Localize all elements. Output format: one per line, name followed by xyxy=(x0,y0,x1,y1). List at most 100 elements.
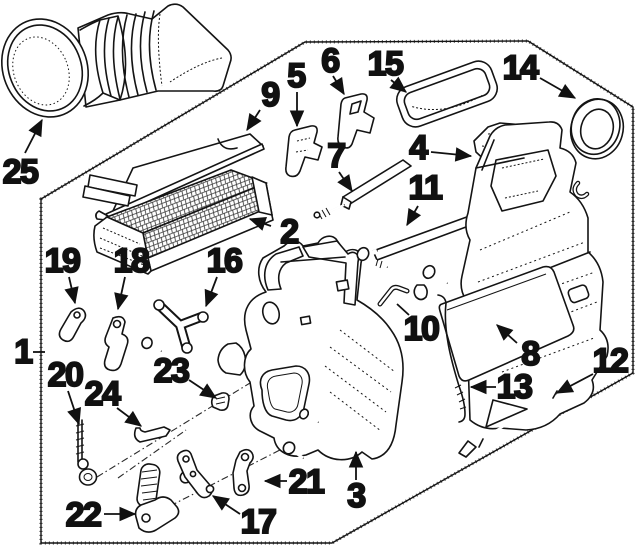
callout-17-number: 17 xyxy=(241,503,276,541)
part-ring-seal-drawing xyxy=(569,98,625,160)
diagram-border xyxy=(39,39,635,545)
part-lever-21-drawing xyxy=(232,448,254,497)
callout-8: 8 xyxy=(496,324,542,374)
callout-9-number: 9 xyxy=(261,76,279,114)
callout-14: 14 xyxy=(502,48,577,99)
part-heater-core-drawing xyxy=(82,169,274,275)
part-rod-20-drawing xyxy=(75,419,98,486)
callout-20-arrowhead xyxy=(67,406,81,426)
callout-23-number: 23 xyxy=(154,352,189,390)
callout-21-number: 21 xyxy=(289,463,324,501)
callout-1: 1 xyxy=(13,332,45,372)
part-bent-wire-24-drawing xyxy=(133,426,171,443)
callout-13-number: 13 xyxy=(497,368,532,406)
part-control-rod-7-drawing xyxy=(313,159,412,220)
part-screws-and-clip-10-drawing xyxy=(356,246,448,307)
callout-23-arrowhead xyxy=(199,383,218,399)
callout-3-arrowhead xyxy=(348,450,364,468)
callout-24-arrowhead xyxy=(124,410,143,427)
part-heater-case-front-half-drawing xyxy=(217,235,404,461)
callout-25-number: 25 xyxy=(3,153,38,191)
callout-2-arrowhead xyxy=(248,217,268,231)
callout-18-arrowhead xyxy=(114,292,129,311)
callout-13-arrowhead xyxy=(469,379,487,395)
part-drain-rod-drawing xyxy=(437,294,467,423)
callout-22-arrowhead xyxy=(119,506,137,522)
callout-17: 17 xyxy=(211,495,278,542)
callout-2: 2 xyxy=(248,212,301,252)
callout-5: 5 xyxy=(286,56,308,128)
callout-7-number: 7 xyxy=(327,137,345,175)
callout-1-number: 1 xyxy=(14,333,32,371)
callout-16-arrowhead xyxy=(204,288,219,308)
callout-6-number: 6 xyxy=(321,42,339,80)
callout-4-arrowhead xyxy=(454,147,473,162)
callout-23: 23 xyxy=(153,351,218,399)
callout-15-arrowhead xyxy=(389,76,407,93)
callout-7: 7 xyxy=(326,136,353,193)
part-lever-18-drawing xyxy=(103,315,129,372)
part-corrugated-air-duct-drawing xyxy=(0,3,232,118)
callout-18-number: 18 xyxy=(114,242,149,280)
callout-9: 9 xyxy=(246,75,282,132)
part-seal-gasket-drawing xyxy=(395,60,499,128)
callout-19-number: 19 xyxy=(45,242,80,280)
part-c-clip-drawing xyxy=(572,180,590,199)
callout-6-arrowhead xyxy=(329,76,345,96)
callout-22: 22 xyxy=(65,495,137,535)
callout-17-arrowhead xyxy=(211,495,230,511)
callout-5-arrowhead xyxy=(289,110,305,128)
callout-14-number: 14 xyxy=(503,49,539,87)
callout-4-number: 4 xyxy=(409,129,428,167)
callout-11-arrowhead xyxy=(406,207,422,227)
callout-7-arrowhead xyxy=(337,174,353,193)
callout-4: 4 xyxy=(408,128,473,168)
part-screw-21-drawing xyxy=(282,441,304,460)
part-control-rod-12-drawing xyxy=(458,390,558,458)
callout-20-number: 20 xyxy=(48,356,83,394)
part-clip-5-drawing xyxy=(285,125,323,178)
part-lever-22-drawing xyxy=(134,463,180,533)
callout-12: 12 xyxy=(555,341,630,394)
callout-12-arrowhead xyxy=(555,379,575,394)
callout-10-leader-line xyxy=(396,303,410,316)
callout-13: 13 xyxy=(469,367,534,407)
callout-2-number: 2 xyxy=(280,213,298,251)
callout-25-arrowhead xyxy=(28,118,43,138)
callout-8-arrowhead xyxy=(496,324,514,341)
callout-15: 15 xyxy=(367,44,407,93)
callout-22-number: 22 xyxy=(66,496,101,534)
callout-24: 24 xyxy=(84,374,143,427)
callout-18: 18 xyxy=(113,241,151,311)
callout-6: 6 xyxy=(320,41,345,96)
callout-5-number: 5 xyxy=(287,57,305,95)
part-door-panel-drawing xyxy=(438,265,575,382)
callout-8-number: 8 xyxy=(521,335,539,373)
callout-19: 19 xyxy=(44,241,82,305)
part-lever-19-drawing xyxy=(58,307,87,343)
callout-16-number: 16 xyxy=(207,242,242,280)
part-lever-16-drawing xyxy=(153,299,209,354)
part-clip-6-drawing xyxy=(337,93,375,149)
callout-11-number: 11 xyxy=(409,169,443,207)
callout-21: 21 xyxy=(263,462,326,502)
callout-3: 3 xyxy=(346,450,368,516)
part-lever-17-drawing xyxy=(176,449,215,499)
part-screw-16-drawing xyxy=(141,336,162,353)
callout-9-arrowhead xyxy=(246,113,262,132)
callout-16: 16 xyxy=(204,241,244,308)
callout-21-arrowhead xyxy=(263,473,281,489)
callout-3-number: 3 xyxy=(347,477,365,515)
callout-10: 10 xyxy=(396,303,441,349)
callout-14-arrowhead xyxy=(557,84,577,99)
callout-15-number: 15 xyxy=(368,45,403,83)
callout-25: 25 xyxy=(2,118,43,192)
callout-12-number: 12 xyxy=(593,342,628,380)
callout-24-number: 24 xyxy=(85,375,121,413)
callout-10-number: 10 xyxy=(404,310,439,348)
callout-20: 20 xyxy=(47,355,85,426)
callout-11: 11 xyxy=(406,168,445,227)
